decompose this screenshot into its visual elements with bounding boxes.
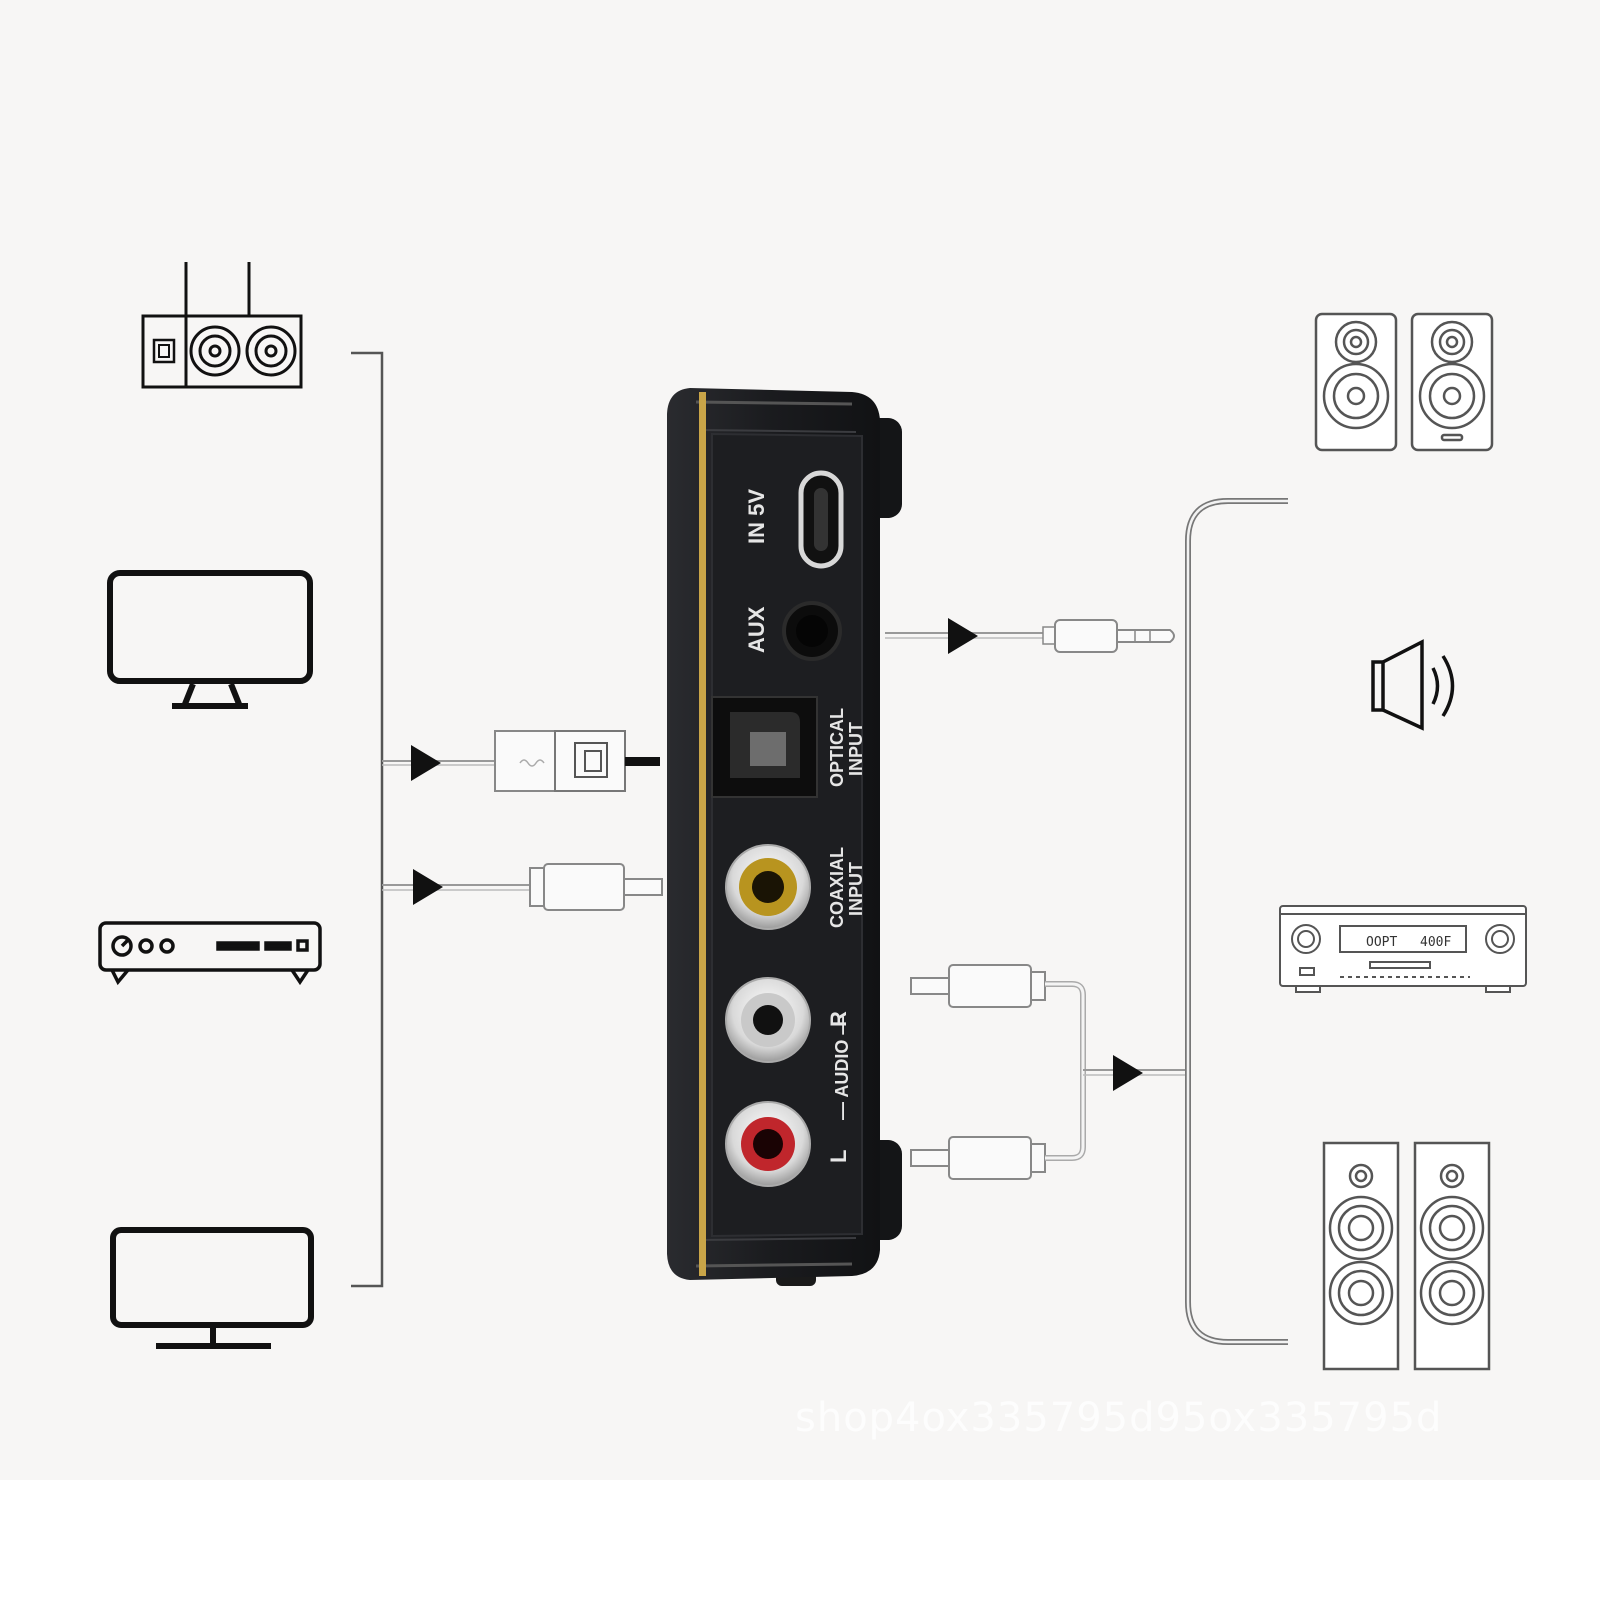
aux-port	[782, 601, 842, 661]
receiver-display-left: OOPT	[1366, 935, 1397, 950]
audio-l-port	[725, 1101, 811, 1187]
receiver-display-right: 400F	[1420, 935, 1451, 950]
coaxial-input-port	[725, 844, 811, 930]
arrow-icon	[948, 618, 978, 654]
router-icon	[141, 262, 303, 389]
audio-l-label: L	[826, 1150, 851, 1163]
audio-r-port	[725, 977, 811, 1063]
arrow-icon	[411, 745, 441, 781]
optical-port-label-2: INPUT	[846, 722, 866, 776]
optical-port-label: OPTICAL	[827, 708, 847, 787]
audio-label: — AUDIO —	[832, 1017, 852, 1120]
usb-c-power-port	[798, 470, 844, 569]
audio-r-label: R	[826, 1011, 851, 1027]
coaxial-port-label: COAXIAL	[827, 847, 847, 928]
optical-input-port	[711, 696, 818, 798]
speaker-volume-icon	[1371, 639, 1455, 731]
coaxial-cable	[382, 863, 663, 911]
gold-trim	[699, 392, 706, 1276]
rca-stereo-cable	[910, 964, 1188, 1180]
dvd-player-icon	[98, 921, 322, 986]
arrow-icon	[1113, 1055, 1143, 1091]
av-receiver-icon: OOPT 400F	[1279, 905, 1527, 993]
watermark: shop4ox335795d95ox335795d	[795, 1395, 1443, 1441]
floor-speakers-icon	[1322, 1141, 1491, 1371]
optical-cable	[382, 730, 660, 792]
arrow-icon	[413, 869, 443, 905]
bottom-band	[0, 1480, 1600, 1600]
aux-port-label: AUX	[744, 606, 769, 653]
coaxial-port-label-2: INPUT	[846, 862, 866, 916]
power-port-label: IN 5V	[744, 489, 769, 544]
converter-device: IN 5V AUX OPTICAL INPUT COAXIAL INPUT	[667, 388, 902, 1286]
aux-cable	[885, 618, 1175, 654]
input-bracket	[351, 351, 384, 1288]
tv-icon	[107, 570, 313, 709]
bookshelf-speakers-icon	[1314, 312, 1494, 452]
monitor-icon	[110, 1227, 314, 1349]
output-bracket	[1185, 498, 1288, 1345]
